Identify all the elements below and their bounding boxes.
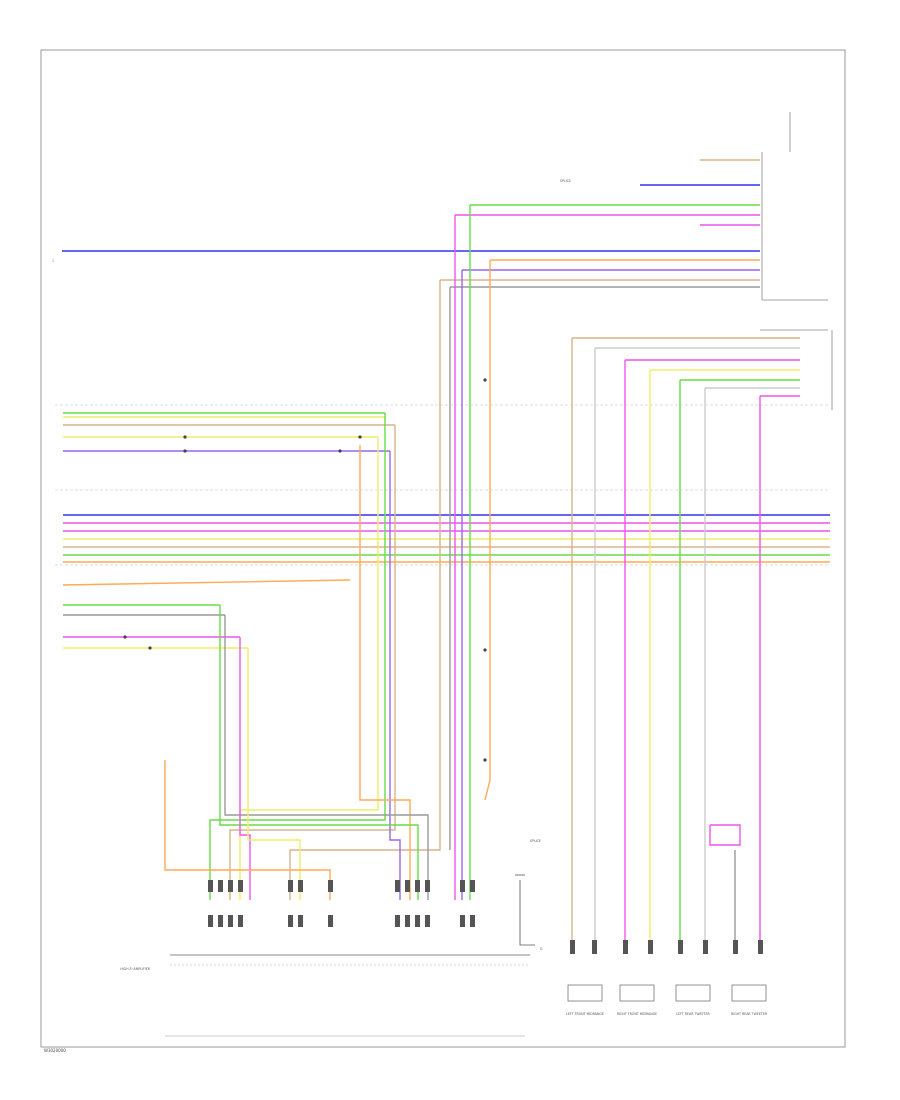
amp-pins <box>208 880 475 927</box>
svg-text:RIGHT FRONT MIDRANGE: RIGHT FRONT MIDRANGE <box>617 1012 657 1016</box>
splice-label-1: SPLICE <box>530 839 541 843</box>
diagram-code: W3020000 <box>44 1048 66 1053</box>
speaker-left-rear: LEFT REAR TWEETER <box>675 940 711 1016</box>
svg-text:LEFT FRONT MIDRANGE: LEFT FRONT MIDRANGE <box>566 1012 604 1016</box>
diagram-frame <box>40 49 846 1048</box>
ground-symbol <box>515 874 535 946</box>
vertical-wires <box>164 205 761 940</box>
ground-label: G <box>540 947 543 951</box>
amp-connector-right <box>760 329 833 410</box>
speaker-right-front: RIGHT FRONT MIDRANGE <box>617 940 657 1016</box>
connector-bands <box>55 404 830 566</box>
pin-number-left: 1 <box>52 259 54 263</box>
speaker-group: LEFT FRONT MIDRANGE RIGHT FRONT MIDRANGE… <box>566 940 768 1016</box>
svg-text:LEFT REAR TWEETER: LEFT REAR TWEETER <box>676 1012 710 1016</box>
splice-nodes <box>123 378 487 762</box>
wire-orange-mid <box>62 579 351 586</box>
amplifier-connector <box>165 954 530 1037</box>
splice-label-2: SPLICE <box>560 179 571 183</box>
speaker-left-front: LEFT FRONT MIDRANGE <box>566 940 604 1016</box>
svg-text:RIGHT REAR TWEETER: RIGHT REAR TWEETER <box>731 1012 768 1016</box>
amp-label: HIGH-FI AMPLIFIER <box>120 967 150 971</box>
speaker-right-rear: RIGHT REAR TWEETER <box>731 940 768 1016</box>
radio-connector <box>761 112 828 301</box>
horizontal-wires <box>62 159 830 649</box>
